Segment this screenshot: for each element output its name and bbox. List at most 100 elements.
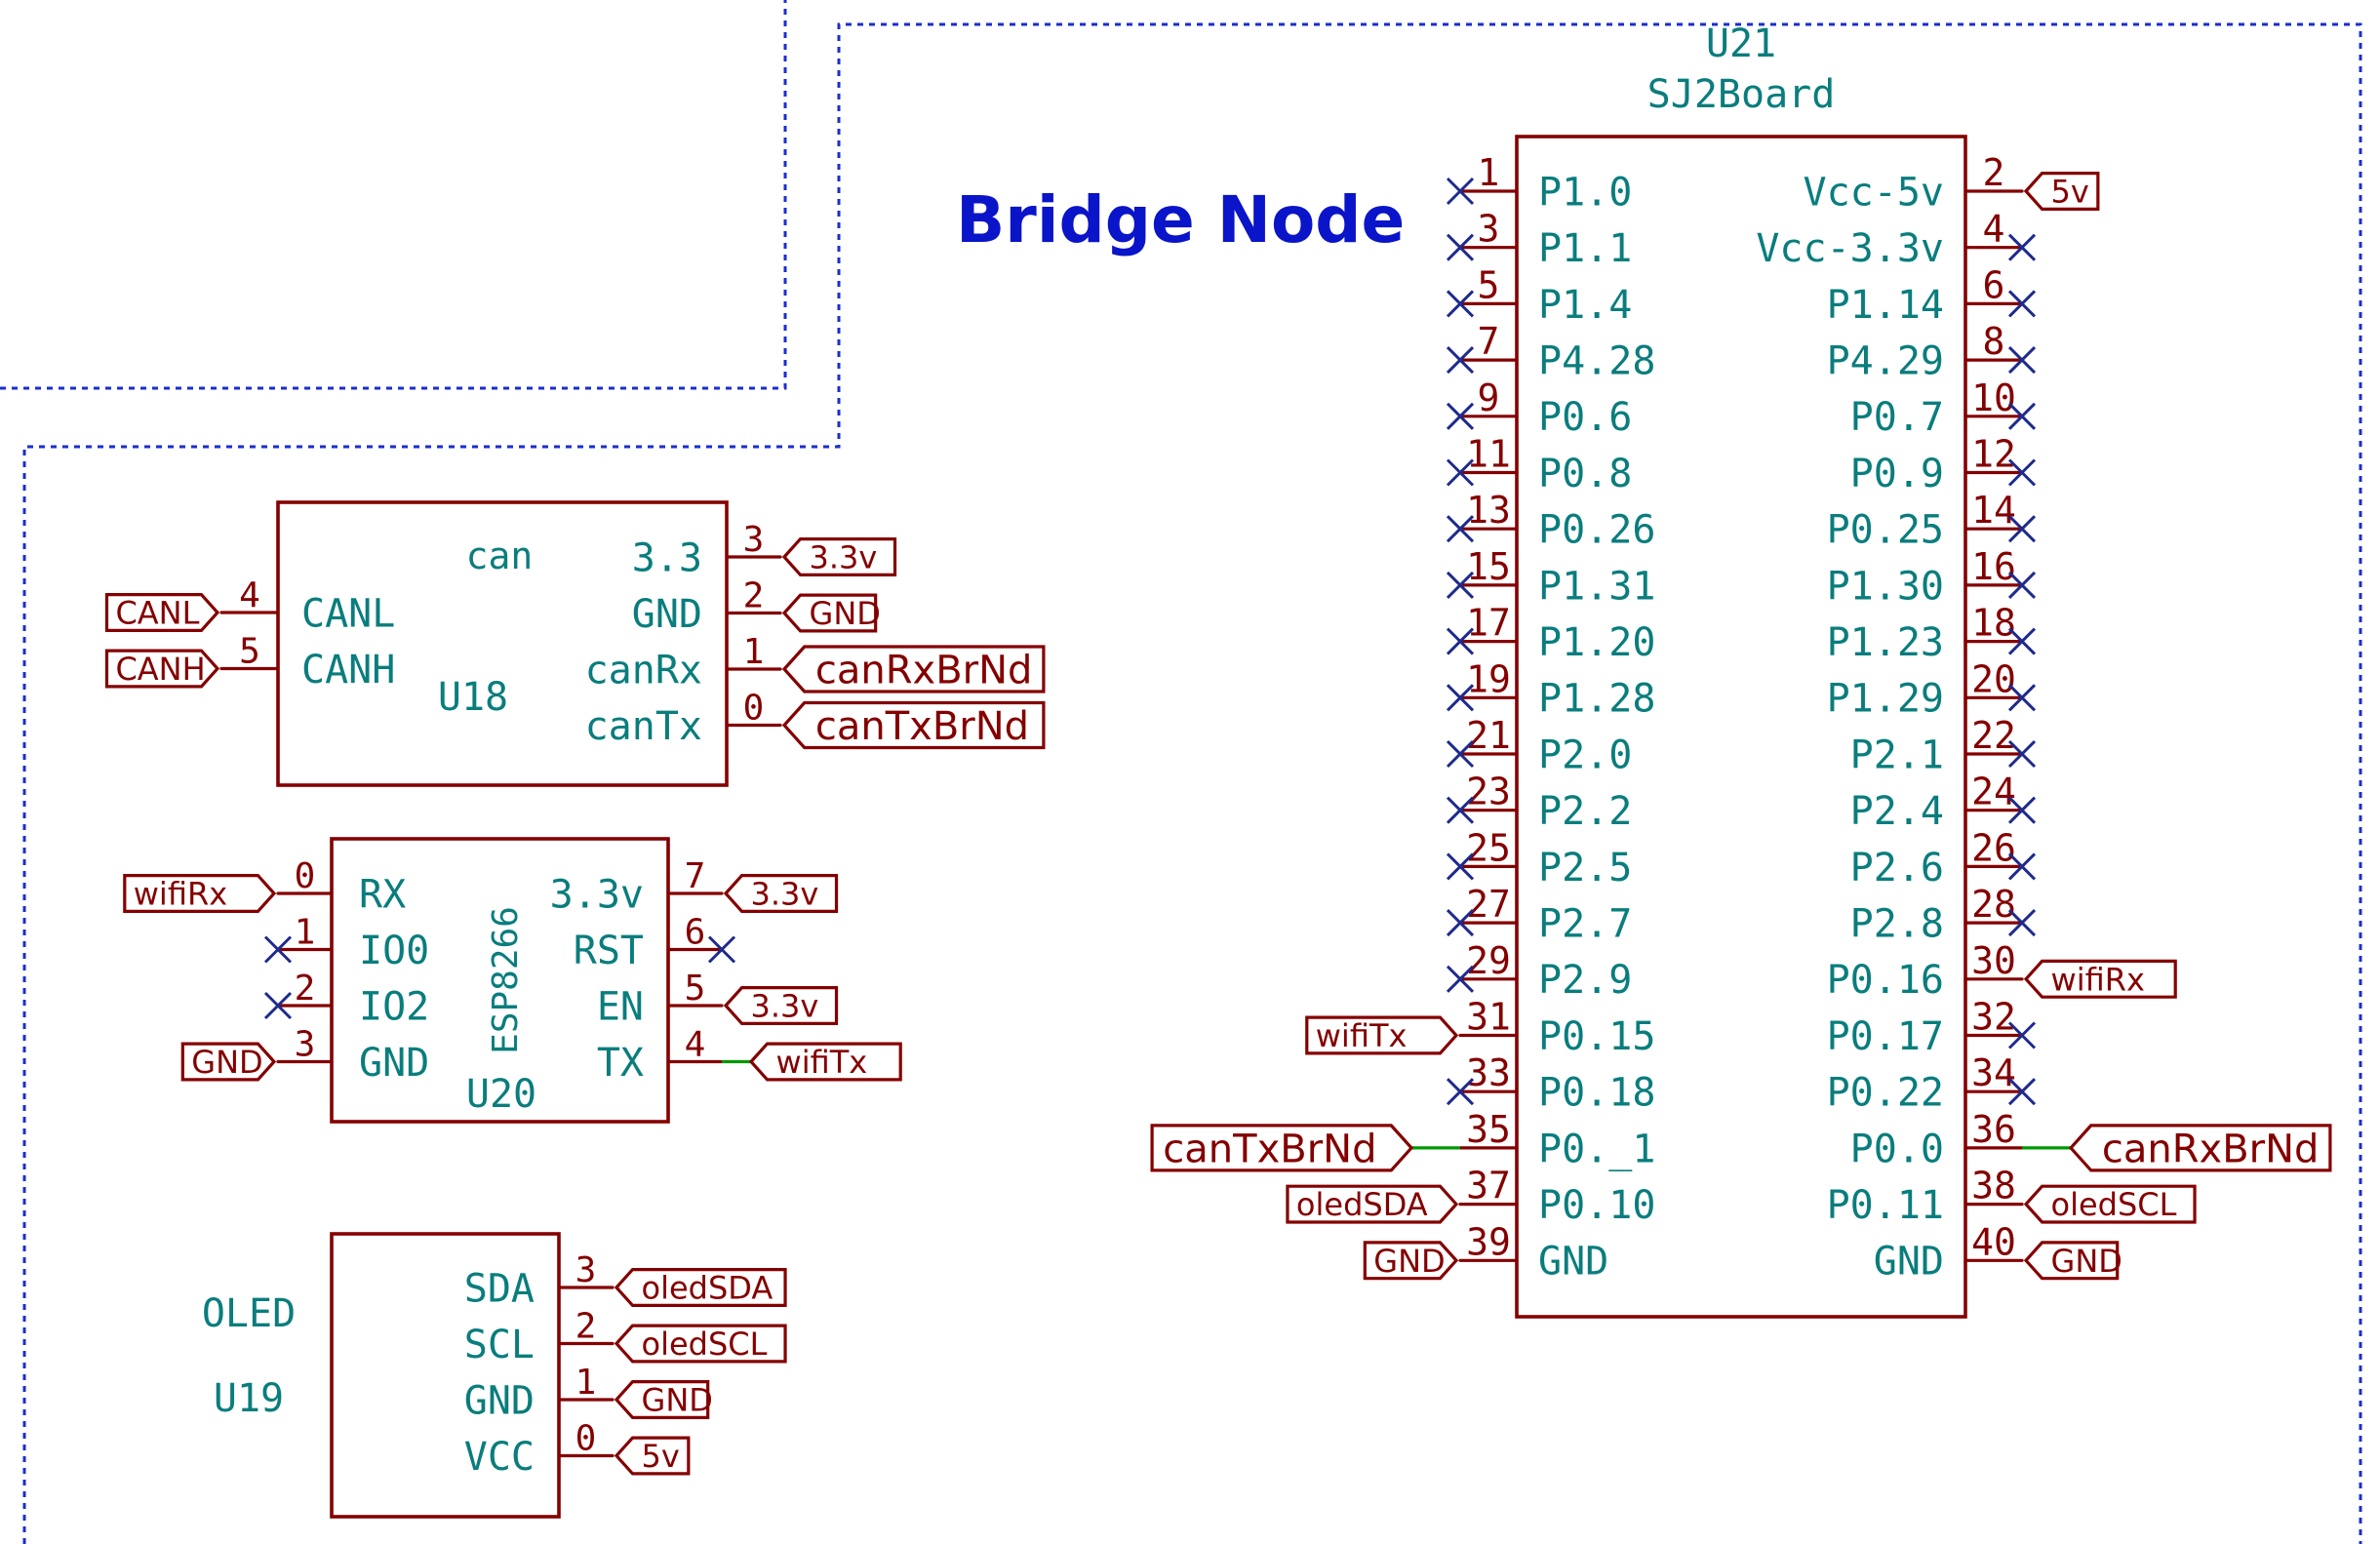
pin-8[interactable]: 8P4.29 xyxy=(1827,320,2037,384)
pin-6[interactable]: 6P1.14 xyxy=(1827,263,2037,328)
net-label-box xyxy=(1286,1184,1459,1224)
net-label-canl[interactable]: CANL xyxy=(104,593,220,632)
net-label-oledscl[interactable]: oledSCL xyxy=(2023,1184,2197,1224)
net-label-oledsda[interactable]: oledSDA xyxy=(614,1268,787,1307)
pin-number: 23 xyxy=(1466,771,1511,813)
no-connect-marker xyxy=(1446,177,1475,206)
net-label-canrxbrnd[interactable]: canRxBrNd xyxy=(781,645,1046,693)
pin-number: 3 xyxy=(743,520,765,560)
pin-number: 2 xyxy=(743,576,765,616)
pin-name: CANL xyxy=(301,591,395,636)
pin-number: 9 xyxy=(1478,376,1500,419)
net-label-3-3v[interactable]: 3.3v xyxy=(723,874,839,913)
net-label-wifitx[interactable]: wifiTx xyxy=(748,1042,902,1082)
pin-number: 19 xyxy=(1466,657,1511,700)
net-label-5v[interactable]: 5v xyxy=(614,1436,691,1476)
net-label-oledscl[interactable]: oledSCL xyxy=(614,1324,787,1364)
pin-number: 30 xyxy=(1971,939,2016,982)
net-label-gnd[interactable]: GND xyxy=(614,1380,713,1419)
net-label-cantxbrnd[interactable]: canTxBrNd xyxy=(781,700,1046,750)
u20-value: ESP8266 xyxy=(486,906,526,1054)
net-label-gnd[interactable]: GND xyxy=(781,593,881,633)
net-label-canrxbrnd[interactable]: canRxBrNd xyxy=(2068,1124,2332,1172)
net-label-wifitx[interactable]: wifiTx xyxy=(1305,1015,1459,1055)
no-connect-marker xyxy=(1446,458,1475,487)
net-label-wifirx[interactable]: wifiRx xyxy=(123,874,277,913)
net-label-3-3v[interactable]: 3.3v xyxy=(723,986,839,1025)
net-label-oledsda[interactable]: oledSDA xyxy=(1286,1184,1459,1224)
net-label-5v[interactable]: 5v xyxy=(2023,172,2100,211)
net-label-wifirx[interactable]: wifiRx xyxy=(2023,959,2177,999)
net-label-gnd[interactable]: GND xyxy=(1363,1241,1459,1281)
net-label-gnd[interactable]: GND xyxy=(180,1042,277,1082)
net-label-canh[interactable]: CANH xyxy=(104,649,220,689)
pin-name: P2.7 xyxy=(1538,902,1632,947)
net-label-gnd[interactable]: GND xyxy=(2023,1241,2122,1281)
net-label-cantxbrnd[interactable]: canTxBrNd xyxy=(1150,1124,1414,1172)
pin-number: 13 xyxy=(1466,489,1511,532)
pin-name: GND xyxy=(464,1378,535,1423)
net-label-3-3v[interactable]: 3.3v xyxy=(781,537,897,576)
